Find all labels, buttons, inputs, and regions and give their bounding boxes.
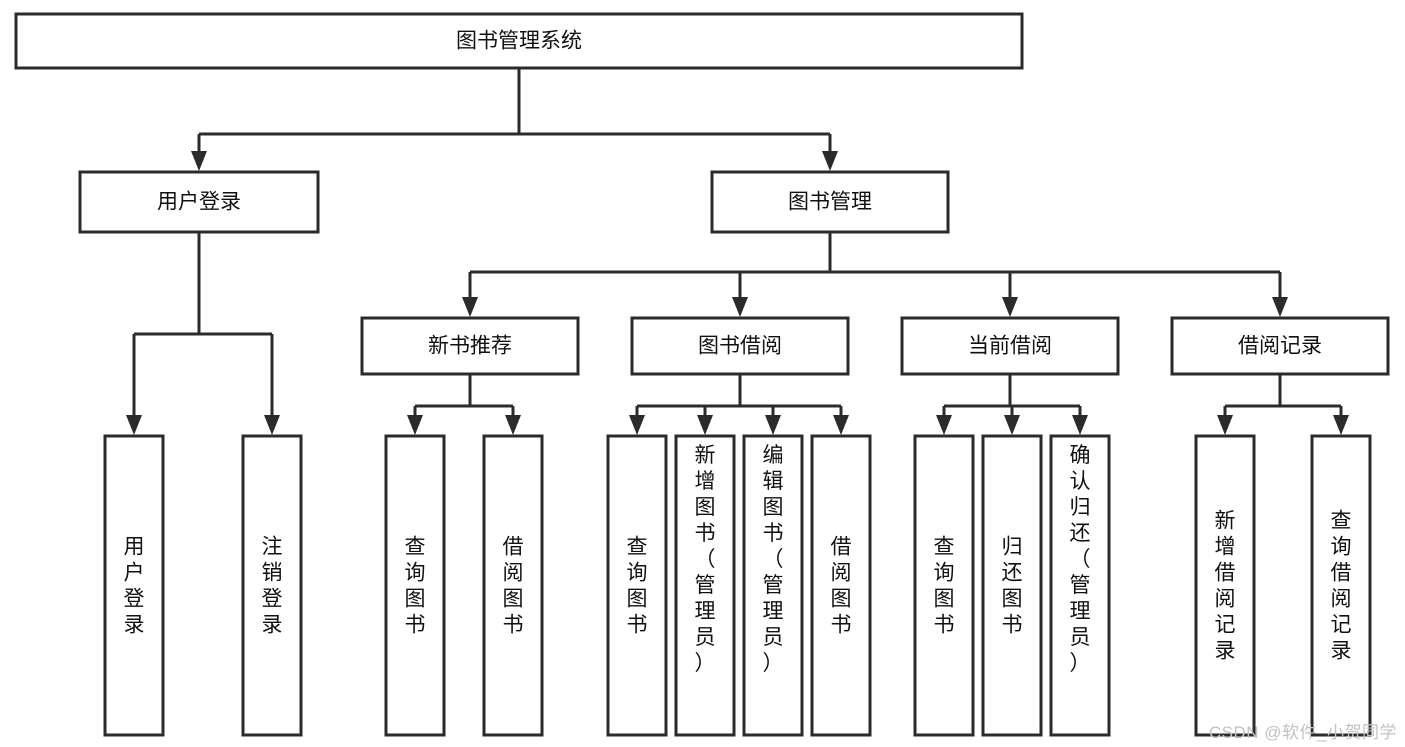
node-leaf-bo-edit[interactable]: 编辑图书（管理员） xyxy=(742,434,804,737)
node-box[interactable] xyxy=(482,434,544,737)
node-records[interactable]: 借阅记录 xyxy=(1170,316,1390,376)
node-leaf-bo-add[interactable]: 新增图书（管理员） xyxy=(674,434,736,737)
arrow-head-icon xyxy=(765,415,781,435)
node-label: 借阅记录 xyxy=(1238,335,1322,358)
node-label: 新书推荐 xyxy=(428,335,512,358)
connector-group-newbook xyxy=(407,374,521,435)
node-leaf-cu-conf[interactable]: 确认归还（管理员） xyxy=(1049,434,1111,737)
node-leaf-nb-query[interactable]: 查询图书 xyxy=(384,434,446,737)
node-current[interactable]: 当前借阅 xyxy=(900,316,1120,376)
node-login[interactable]: 用户登录 xyxy=(78,170,320,234)
node-label: 确认归还（管理员） xyxy=(1070,444,1091,675)
node-box[interactable] xyxy=(742,434,804,737)
arrow-head-icon xyxy=(822,151,838,171)
arrow-head-icon xyxy=(505,415,521,435)
arrow-head-icon xyxy=(1002,297,1018,317)
node-box[interactable] xyxy=(674,434,736,737)
arrow-head-icon xyxy=(191,151,207,171)
node-box[interactable] xyxy=(1170,316,1390,376)
node-box[interactable] xyxy=(384,434,446,737)
node-label: 借阅图书 xyxy=(503,536,524,637)
node-label: 新增图书（管理员） xyxy=(695,444,716,675)
arrow-head-icon xyxy=(1072,415,1088,435)
node-box[interactable] xyxy=(241,434,303,737)
node-box[interactable] xyxy=(900,316,1120,376)
node-box[interactable] xyxy=(1310,434,1372,737)
arrow-head-icon xyxy=(1004,415,1020,435)
arrow-head-icon xyxy=(732,297,748,317)
node-box[interactable] xyxy=(710,170,950,234)
arrow-head-icon xyxy=(1272,297,1288,317)
node-label: 用户登录 xyxy=(157,191,241,214)
node-leaf-bo-query[interactable]: 查询图书 xyxy=(606,434,668,737)
node-leaf-bo-loan[interactable]: 借阅图书 xyxy=(810,434,872,737)
arrow-head-icon xyxy=(936,415,952,435)
node-box[interactable] xyxy=(630,316,850,376)
node-box[interactable] xyxy=(810,434,872,737)
node-leaf-re-query[interactable]: 查询借阅记录 xyxy=(1310,434,1372,737)
node-root[interactable]: 图书管理系统 xyxy=(14,12,1024,70)
node-box[interactable] xyxy=(913,434,975,737)
node-leaf-logout[interactable]: 注销登录 xyxy=(241,434,303,737)
node-label: 新增借阅记录 xyxy=(1215,510,1236,663)
arrow-head-icon xyxy=(833,415,849,435)
node-box[interactable] xyxy=(103,434,165,737)
arrow-head-icon xyxy=(1333,415,1349,435)
node-label: 查询图书 xyxy=(405,536,426,637)
node-label: 注销登录 xyxy=(262,536,283,637)
node-box[interactable] xyxy=(360,316,580,376)
arrow-head-icon xyxy=(697,415,713,435)
csdn-watermark: CSDN @软件_小贺同学 xyxy=(1208,723,1397,742)
arrow-head-icon xyxy=(1217,415,1233,435)
node-leaf-nb-borrow[interactable]: 借阅图书 xyxy=(482,434,544,737)
nodes-layer: 图书管理系统用户登录图书管理新书推荐图书借阅当前借阅借阅记录用户登录注销登录查询… xyxy=(14,12,1390,737)
node-borrow[interactable]: 图书借阅 xyxy=(630,316,850,376)
node-label: 编辑图书（管理员） xyxy=(763,444,784,675)
node-bookmgmt[interactable]: 图书管理 xyxy=(710,170,950,234)
node-leaf-login[interactable]: 用户登录 xyxy=(103,434,165,737)
node-label: 图书管理 xyxy=(788,191,872,214)
node-label: 图书管理系统 xyxy=(456,30,582,53)
node-label: 借阅图书 xyxy=(831,536,852,637)
node-label: 用户登录 xyxy=(124,536,145,637)
node-leaf-re-add[interactable]: 新增借阅记录 xyxy=(1194,434,1256,737)
node-leaf-cu-query[interactable]: 查询图书 xyxy=(913,434,975,737)
node-box[interactable] xyxy=(981,434,1043,737)
connector-group-login xyxy=(126,232,280,435)
node-newbook[interactable]: 新书推荐 xyxy=(360,316,580,376)
connector-group-current xyxy=(936,374,1088,435)
node-label: 归还图书 xyxy=(1002,536,1023,637)
arrow-head-icon xyxy=(264,415,280,435)
connector-group-records xyxy=(1217,374,1349,435)
connectors-layer xyxy=(126,68,1349,435)
node-box[interactable] xyxy=(1194,434,1256,737)
node-label: 当前借阅 xyxy=(968,335,1052,358)
connector-group-bookmgmt xyxy=(462,232,1288,317)
node-label: 查询图书 xyxy=(627,536,648,637)
node-label: 查询图书 xyxy=(934,536,955,637)
node-box[interactable] xyxy=(1049,434,1111,737)
node-label: 图书借阅 xyxy=(698,335,782,358)
arrow-head-icon xyxy=(407,415,423,435)
node-box[interactable] xyxy=(14,12,1024,70)
node-label: 查询借阅记录 xyxy=(1331,510,1352,663)
node-box[interactable] xyxy=(606,434,668,737)
connector-group-root xyxy=(191,68,838,171)
connector-group-borrow xyxy=(629,374,849,435)
arrow-head-icon xyxy=(126,415,142,435)
node-leaf-cu-return[interactable]: 归还图书 xyxy=(981,434,1043,737)
node-box[interactable] xyxy=(78,170,320,234)
arrow-head-icon xyxy=(462,297,478,317)
arrow-head-icon xyxy=(629,415,645,435)
